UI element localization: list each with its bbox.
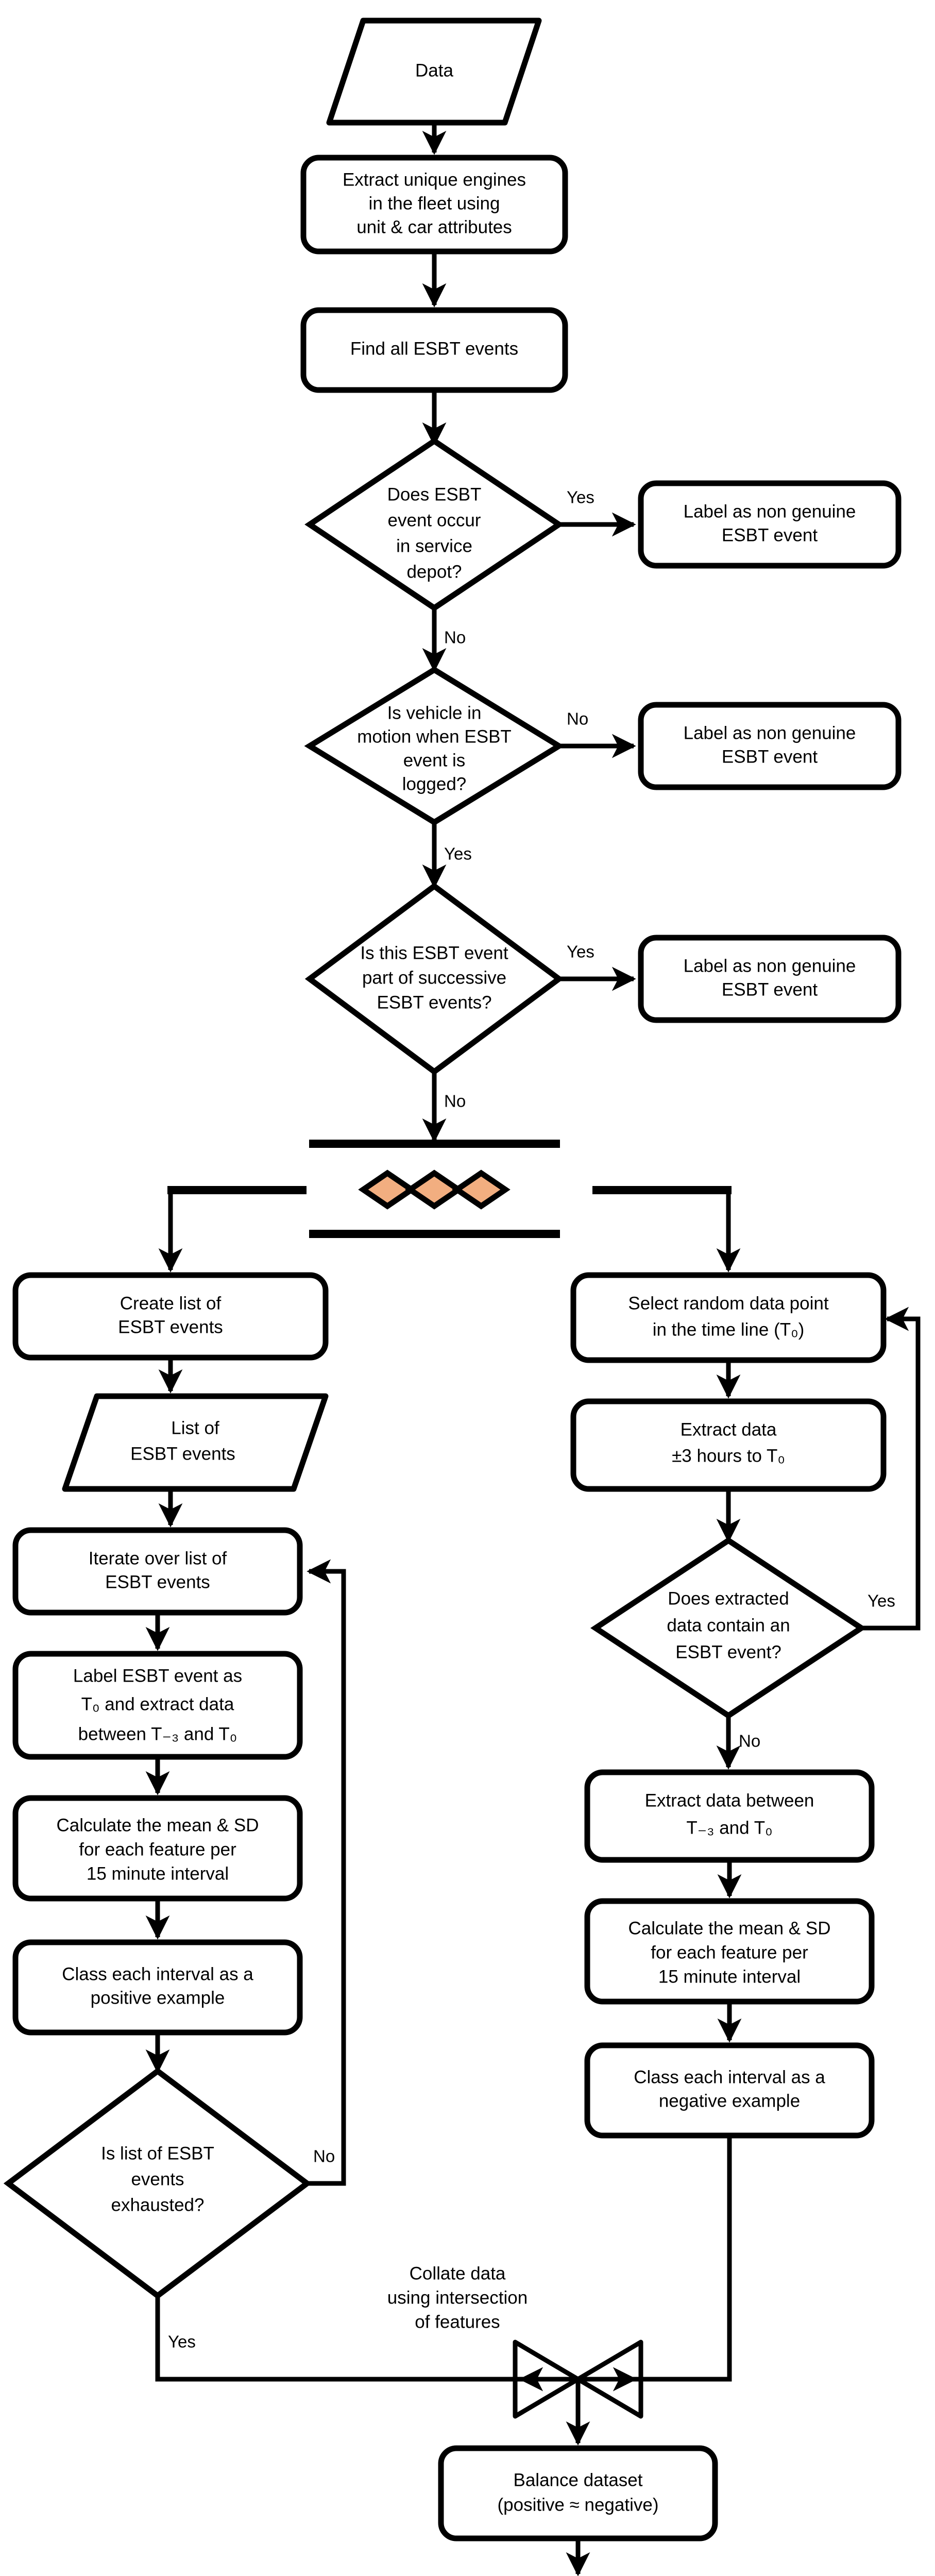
q-motion-line-1: Is vehicle in <box>387 703 482 723</box>
select-random-line-2: in the time line (T₀) <box>653 1319 805 1340</box>
node-label-nongenuine-1 <box>638 480 902 569</box>
node-label-nongenuine-2 <box>638 702 902 790</box>
fork-diamond-1 <box>358 1170 417 1210</box>
class-positive-line-2: positive example <box>91 1988 225 2008</box>
node-extract-pm3 <box>570 1398 887 1492</box>
node-data-input <box>326 18 542 126</box>
edge-label-exhausted-no: No <box>313 2147 335 2166</box>
extract-between-line-2: T₋₃ and T₀ <box>686 1818 772 1838</box>
label-nongenuine-3-line-1: Label as non genuine <box>684 956 856 976</box>
node-select-random <box>570 1272 887 1363</box>
q-motion-line-4: logged? <box>402 774 467 794</box>
collate-caption-line-2: using intersection <box>387 2287 528 2308</box>
fork-diamonds-ornament <box>358 1170 511 1210</box>
extract-pm3-line-1: Extract data <box>681 1419 777 1439</box>
edge-class-neg-to-collate <box>519 2136 732 2392</box>
q-depot-line-2: event occur <box>388 510 481 530</box>
extract-engines-line-1: Extract unique engines <box>343 170 526 190</box>
collate-caption-line-3: of features <box>415 2312 500 2332</box>
edge-label-motion-no: No <box>567 709 588 728</box>
node-balance-dataset <box>438 2445 718 2541</box>
extract-engines-line-3: unit & car attributes <box>356 217 512 237</box>
q-exhausted-line-3: exhausted? <box>111 2195 205 2215</box>
class-negative-line-2: negative example <box>659 2091 800 2111</box>
label-nongenuine-1-line-1: Label as non genuine <box>684 501 856 521</box>
label-nongenuine-2-line-2: ESBT event <box>722 747 818 767</box>
extract-engines-line-2: in the fleet using <box>369 193 500 213</box>
node-iterate-list <box>12 1527 303 1616</box>
q-contains-line-3: ESBT event? <box>675 1642 781 1662</box>
q-motion-line-2: motion when ESBT <box>357 726 512 747</box>
data-input-label: Data <box>415 60 453 80</box>
edge-label-motion-yes: Yes <box>444 844 472 863</box>
q-contains-line-1: Does extracted <box>668 1588 789 1608</box>
create-list-line-1: Create list of <box>120 1293 222 1313</box>
fork-diamond-2 <box>405 1170 464 1210</box>
q-successive-line-1: Is this ESBT event <box>360 943 508 963</box>
edge-exhausted-no-loopback <box>307 1559 346 2186</box>
node-label-nongenuine-3 <box>638 935 902 1023</box>
calc-pos-line-2: for each feature per <box>79 1839 236 1859</box>
q-contains-line-2: data contain an <box>667 1615 790 1635</box>
node-list-of-events <box>62 1393 329 1492</box>
edge-label-contains-yes: Yes <box>868 1591 895 1611</box>
node-collate-merge <box>513 2340 643 2419</box>
q-successive-line-2: part of successive <box>362 968 506 988</box>
q-motion-line-3: event is <box>403 750 466 770</box>
fork-bar-bottom <box>309 1230 560 1238</box>
fork-bar-top <box>309 1140 560 1148</box>
fork-bar-left-stub <box>167 1186 307 1194</box>
class-positive-line-1: Class each interval as a <box>62 1964 253 1984</box>
fork-bar-right-stub <box>592 1186 732 1194</box>
collate-caption-line-1: Collate data <box>410 2263 506 2283</box>
find-events-label: Find all ESBT events <box>350 338 518 359</box>
label-t0-line-3: between T₋₃ and T₀ <box>78 1724 237 1744</box>
q-successive-line-3: ESBT events? <box>377 992 491 1012</box>
label-nongenuine-1-line-2: ESBT event <box>722 525 818 545</box>
q-depot-line-3: in service <box>396 536 472 556</box>
calc-pos-line-1: Calculate the mean & SD <box>57 1815 259 1835</box>
iterate-list-line-1: Iterate over list of <box>89 1548 227 1568</box>
calc-pos-line-3: 15 minute interval <box>87 1863 229 1884</box>
iterate-list-line-2: ESBT events <box>105 1572 210 1592</box>
calc-neg-line-3: 15 minute interval <box>658 1967 801 1987</box>
edge-label-depot-no: No <box>444 628 466 647</box>
q-depot-line-4: depot? <box>406 562 462 582</box>
edge-label-exhausted-yes: Yes <box>168 2332 196 2351</box>
edge-contains-yes-loopback <box>861 1307 921 1631</box>
edge-label-depot-yes: Yes <box>567 488 594 507</box>
q-exhausted-line-1: Is list of ESBT <box>101 2143 214 2163</box>
fork-diamond-3 <box>452 1170 511 1210</box>
q-exhausted-line-2: events <box>131 2169 184 2189</box>
node-create-list <box>12 1272 329 1361</box>
q-depot-line-1: Does ESBT <box>387 484 482 504</box>
class-negative-line-1: Class each interval as a <box>634 2067 825 2087</box>
balance-line-2: (positive ≈ negative) <box>498 2495 659 2515</box>
list-of-events-line-1: List of <box>171 1418 219 1438</box>
label-t0-line-2: T₀ and extract data <box>81 1694 234 1714</box>
balance-line-1: Balance dataset <box>513 2470 642 2490</box>
create-list-line-2: ESBT events <box>118 1317 223 1337</box>
list-of-events-line-2: ESBT events <box>130 1444 235 1464</box>
extract-pm3-line-2: ±3 hours to T₀ <box>672 1446 785 1466</box>
calc-neg-line-1: Calculate the mean & SD <box>628 1918 831 1938</box>
edge-label-contains-no: No <box>739 1732 760 1751</box>
label-nongenuine-2-line-1: Label as non genuine <box>684 723 856 743</box>
label-nongenuine-3-line-2: ESBT event <box>722 979 818 999</box>
calc-neg-line-2: for each feature per <box>651 1942 808 1962</box>
select-random-line-1: Select random data point <box>628 1293 828 1313</box>
node-extract-between <box>584 1769 875 1863</box>
label-t0-line-1: Label ESBT event as <box>73 1666 242 1686</box>
extract-between-line-1: Extract data between <box>645 1790 814 1810</box>
edge-label-successive-no: No <box>444 1092 466 1111</box>
edge-label-successive-yes: Yes <box>567 942 594 961</box>
edge-exhausted-yes-to-collate <box>155 2296 637 2392</box>
